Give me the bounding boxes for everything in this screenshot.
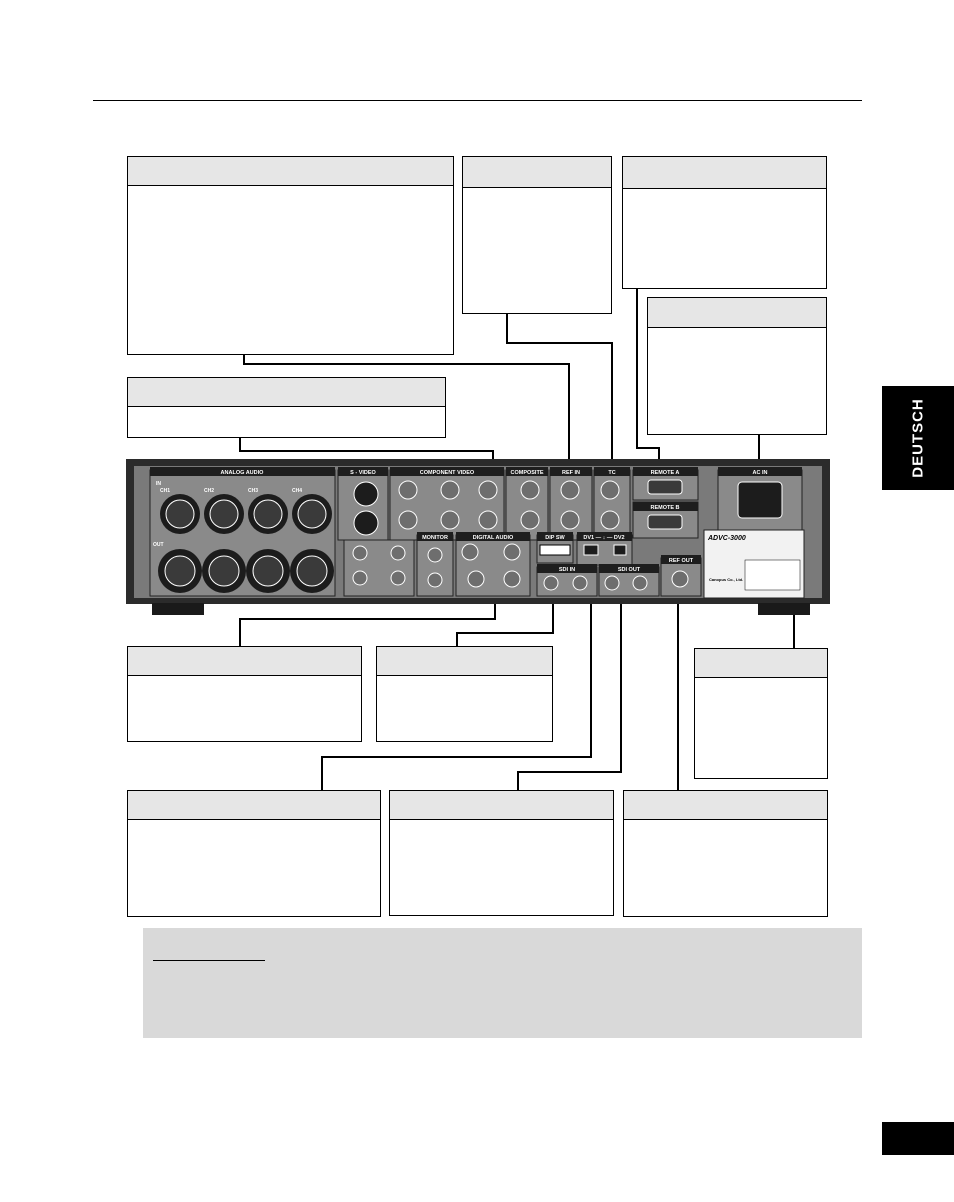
xlr-out-connectors: [158, 549, 334, 593]
component-video-section: COMPONENT VIDEO: [389, 467, 505, 541]
s-video-section: S - VIDEO: [337, 467, 389, 541]
ac-in-section: AC IN: [717, 467, 803, 541]
remote-section: REMOTE A REMOTE B: [632, 467, 699, 539]
dv-section: DV1 — ↓ — DV2: [576, 532, 633, 566]
analog-audio-section: ANALOG AUDIO IN OUT CH1 CH2 CH3 CH4: [149, 467, 336, 597]
callout-ref-out: [623, 790, 828, 917]
tc-label: TC: [608, 470, 615, 476]
xlr-in-connectors: [160, 494, 332, 534]
dv-label: DV1 — ↓ — DV2: [583, 535, 624, 541]
callout-digital-audio: [127, 377, 446, 438]
rating-label-plate: ADVC-3000 Canopus Co., Ltd.: [703, 529, 805, 599]
analog-ch3-label: CH3: [248, 488, 258, 494]
digital-audio-label: DIGITAL AUDIO: [473, 535, 514, 541]
component-video-label: COMPONENT VIDEO: [420, 470, 475, 476]
language-tab: DEUTSCH: [882, 386, 954, 490]
callout-ac-in: [647, 297, 827, 435]
callout-analog-out: [127, 646, 362, 742]
analog-ch4-label: CH4: [292, 488, 302, 494]
rca-block: [343, 539, 415, 597]
digital-audio-section: DIGITAL AUDIO: [455, 532, 531, 597]
callout-ref-in: [462, 156, 612, 314]
analog-audio-label: ANALOG AUDIO: [221, 470, 265, 476]
ref-in-label: REF IN: [562, 470, 580, 476]
callout-ground: [694, 648, 828, 779]
callout-dv2: [389, 790, 614, 916]
leader-lines: [239, 289, 795, 790]
remote-a-label: REMOTE A: [651, 470, 680, 476]
callout-remote: [622, 156, 827, 289]
company-name: Canopus Co., Ltd.: [709, 577, 743, 582]
callout-analog-audio: [127, 156, 454, 355]
dip-sw-section: DIP SW: [536, 532, 574, 564]
monitor-label: MONITOR: [422, 535, 448, 541]
composite-section: COMPOSITE: [505, 467, 549, 541]
ref-out-section: REF OUT: [660, 555, 702, 597]
analog-in-label: IN: [156, 481, 161, 487]
ref-out-label: REF OUT: [669, 558, 694, 564]
model-name: ADVC-3000: [707, 535, 746, 542]
s-video-label: S - VIDEO: [350, 470, 376, 476]
analog-ch1-label: CH1: [160, 488, 170, 494]
ac-in-label: AC IN: [753, 470, 768, 476]
callout-dv1: [127, 790, 381, 917]
analog-out-label: OUT: [153, 542, 164, 548]
sdi-in-label: SDI IN: [559, 567, 575, 573]
callout-dip-sw: [376, 646, 553, 742]
tc-section: TC: [593, 467, 631, 541]
analog-ch2-label: CH2: [204, 488, 214, 494]
sdi-out-label: SDI OUT: [618, 567, 641, 573]
ref-in-section: REF IN: [549, 467, 593, 541]
sdi-section: SDI IN SDI OUT: [536, 564, 660, 597]
header-rule: [93, 100, 862, 101]
composite-label: COMPOSITE: [510, 470, 543, 476]
monitor-section: MONITOR: [416, 532, 454, 597]
note-heading-underline: [153, 960, 265, 961]
remote-b-label: REMOTE B: [650, 505, 679, 511]
dip-sw-label: DIP SW: [545, 535, 565, 541]
note-box: [143, 928, 862, 1038]
page-number-tab: [882, 1122, 954, 1155]
